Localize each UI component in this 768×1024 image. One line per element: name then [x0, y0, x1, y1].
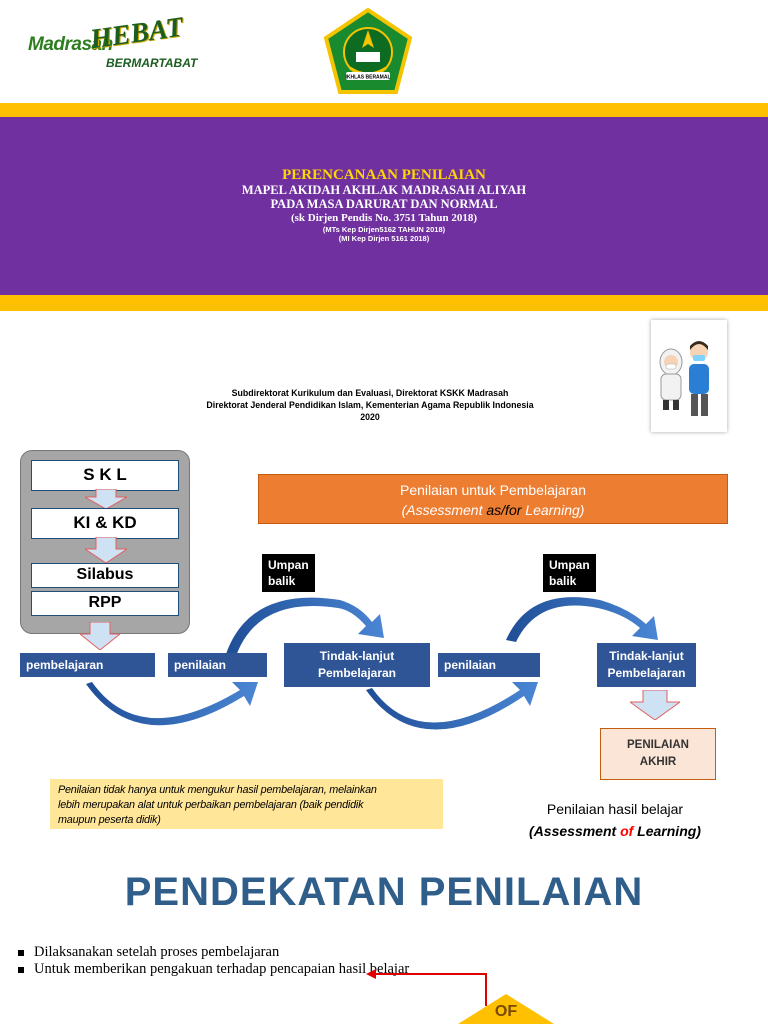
of-label: OF	[494, 1003, 518, 1020]
penilaian-akhir-box: PENILAIAN AKHIR	[600, 728, 716, 780]
triangle-shape	[458, 994, 554, 1024]
logo-word-madrasah: Madrasah	[28, 34, 113, 55]
akhir-line-2: AKHIR	[639, 756, 677, 768]
note-line-1: Penilaian tidak hanya untuk mengukur has…	[58, 784, 377, 796]
ki-kd-box: KI & KD	[31, 508, 179, 539]
tindak-1-line-2: Pembelajaran	[317, 666, 397, 680]
approach-bullets: Dilaksanakan setelah proses pembelajaran…	[18, 944, 418, 978]
bullet-item-1: Dilaksanakan setelah proses pembelajaran	[18, 944, 418, 961]
afl-as-for: as/for	[486, 502, 522, 518]
banner-mi: (MI Kep Dirjen 5161 2018)	[338, 234, 430, 243]
bottom-gold-stripe	[0, 295, 768, 311]
note-line-2: lebih merupakan alat untuk perbaikan pem…	[58, 799, 364, 811]
umpan-balik-2: Umpan balik	[543, 554, 596, 592]
rpp-box: RPP	[31, 591, 179, 616]
down-arrow-icon	[630, 690, 680, 720]
afl-assessment: Assessment	[406, 502, 487, 518]
tindak-lanjut-box-1: Tindak-lanjut Pembelajaran	[284, 643, 430, 687]
umpan-2-line-2: balik	[549, 574, 577, 588]
banner-text: PERENCANAAN PENILAIAN MAPEL AKIDAH AKHLA…	[0, 167, 768, 243]
down-arrow-icon	[85, 489, 127, 509]
banner-sk: (sk Dirjen Pendis No. 3751 Tahun 2018)	[290, 212, 478, 224]
credits-line-1: Subdirektorat Kurikulum dan Evaluasi, Di…	[231, 388, 509, 398]
banner-mts: (MTs Kep Dirjen5162 TAHUN 2018)	[322, 225, 446, 234]
assessment-for-learning-box: Penilaian untuk Pembelajaran (Assessment…	[258, 474, 728, 524]
banner-subtitle-1: MAPEL AKIDAH AKHLAK MADRASAH ALIYAH	[241, 183, 527, 197]
aol-line-1: Penilaian hasil belajar	[546, 801, 684, 817]
logo-word-hebat: HEBAT	[88, 11, 186, 56]
umpan-balik-1: Umpan balik	[262, 554, 315, 592]
section-title: PENDEKATAN PENILAIAN	[124, 870, 644, 914]
silabus-box: Silabus	[31, 563, 179, 588]
aol-paren: (Assessment	[529, 823, 621, 839]
afl-learning: Learning)	[521, 502, 585, 518]
of-triangle: OF	[458, 994, 554, 1024]
emblem-caption: IKHLAS BERAMAL	[346, 75, 391, 81]
aol-line-2: (Assessment of Learning)	[505, 820, 725, 842]
tindak-2-line-2: Pembelajaran	[607, 666, 686, 680]
penilaian-box-2: penilaian	[438, 653, 540, 677]
aol-learning: Learning)	[633, 823, 701, 839]
tindak-2-line-1: Tindak-lanjut	[609, 649, 684, 663]
afl-line-2: (Assessment as/for Learning)	[259, 500, 727, 520]
assessment-note: Penilaian tidak hanya untuk mengukur has…	[50, 779, 443, 829]
credits-line-2: Direktorat Jenderal Pendidikan Islam, Ke…	[206, 400, 534, 410]
masked-persons-illustration	[651, 320, 727, 432]
down-arrow-icon	[80, 622, 120, 650]
afl-paren: (	[401, 502, 407, 518]
umpan-1-line-2: balik	[268, 574, 296, 588]
tindak-1-line-1: Tindak-lanjut	[319, 649, 395, 663]
assessment-of-learning: Penilaian hasil belajar (Assessment of L…	[505, 798, 725, 842]
akhir-line-1: PENILAIAN	[627, 739, 689, 751]
banner-title: PERENCANAAN PENILAIAN	[282, 167, 486, 183]
madrasah-hebat-logo: Madrasah HEBAT BERMARTABAT	[28, 12, 197, 80]
afl-line-1: Penilaian untuk Pembelajaran	[399, 482, 586, 498]
credits: Subdirektorat Kurikulum dan Evaluasi, Di…	[100, 387, 640, 423]
bullet-item-2: Untuk memberikan pengakuan terhadap penc…	[18, 961, 418, 978]
credits-year: 2020	[360, 412, 380, 422]
tindak-lanjut-box-2: Tindak-lanjut Pembelajaran	[597, 643, 696, 687]
curriculum-stack: S K L KI & KD Silabus RPP	[20, 450, 190, 634]
note-line-3: maupun peserta didik)	[58, 814, 161, 826]
down-arrow-icon	[85, 537, 127, 563]
umpan-1-line-1: Umpan	[268, 558, 309, 572]
umpan-2-line-1: Umpan	[549, 558, 590, 572]
kemenag-emblem: IKHLAS BERAMAL	[323, 8, 413, 94]
banner-subtitle-2: PADA MASA DARURAT DAN NORMAL	[270, 197, 498, 211]
logo-word-bermartabat: BERMARTABAT	[106, 56, 198, 70]
red-connector-arrow	[366, 969, 487, 1006]
top-gold-stripe	[0, 103, 768, 117]
aol-of: of	[620, 823, 634, 839]
title-banner	[0, 117, 768, 295]
penilaian-box-1: penilaian	[168, 653, 267, 677]
pembelajaran-box: pembelajaran	[20, 653, 155, 677]
skl-box: S K L	[31, 460, 179, 491]
cycle-arrows	[86, 597, 658, 730]
